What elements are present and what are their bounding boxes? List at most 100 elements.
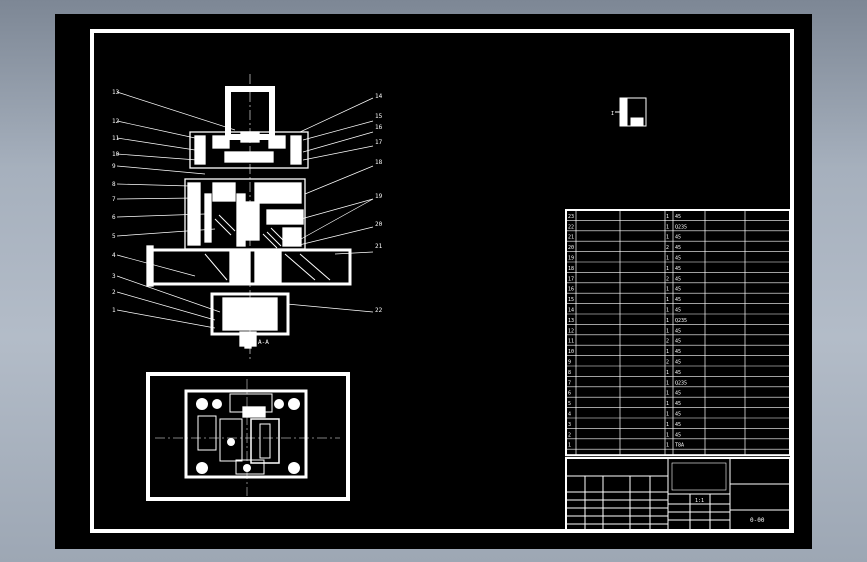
bolt-hole <box>196 462 208 474</box>
table-row-qty: 1 <box>666 412 669 418</box>
callout-11: 11 <box>112 135 120 142</box>
table-row-note: Q235 <box>675 318 687 324</box>
table-row-note: 45 <box>675 412 681 418</box>
plan-view <box>146 372 350 501</box>
bolt-hole <box>274 399 284 409</box>
table-row-qty: 1 <box>666 287 669 293</box>
table-row-note: 45 <box>675 328 681 334</box>
table-row-qty: 2 <box>666 360 669 366</box>
table-row-note: 45 <box>675 370 681 376</box>
table-row-no: 7 <box>568 380 571 386</box>
callout-18: 18 <box>375 159 383 166</box>
table-row-no: 2 <box>568 432 571 438</box>
table-row-note: 45 <box>675 214 681 220</box>
table-row-qty: 1 <box>666 370 669 376</box>
callout-22: 22 <box>375 307 383 314</box>
table-row-qty: 1 <box>666 235 669 241</box>
table-row-qty: 1 <box>666 422 669 428</box>
callout-4: 4 <box>112 252 116 259</box>
bolt-hole <box>212 399 222 409</box>
table-row-qty: 1 <box>666 297 669 303</box>
leaders-left <box>116 91 236 329</box>
table-row-no: 14 <box>568 308 574 314</box>
bolt-hole <box>243 464 251 472</box>
callout-12: 12 <box>112 118 120 125</box>
table-row-qty: 1 <box>666 224 669 230</box>
table-row-note: 45 <box>675 235 681 241</box>
table-row-qty: 1 <box>666 443 669 449</box>
callout-13: 13 <box>112 89 120 96</box>
drawing-number: 0-00 <box>750 517 765 524</box>
table-row-qty: 1 <box>666 391 669 397</box>
table-row-no: 15 <box>568 297 574 303</box>
parts-table-frame <box>565 209 791 457</box>
callout-16: 16 <box>375 124 383 131</box>
table-row-no: 22 <box>568 224 574 230</box>
table-row-no: 23 <box>568 214 574 220</box>
callout-5: 5 <box>112 233 116 240</box>
callout-14: 14 <box>375 93 383 100</box>
plan-outer <box>146 372 350 501</box>
table-row-no: 18 <box>568 266 574 272</box>
callout-19: 19 <box>375 193 383 200</box>
table-row-note: 45 <box>675 349 681 355</box>
bolt-hole <box>196 398 208 410</box>
callout-1: 1 <box>112 307 116 314</box>
table-row-no: 17 <box>568 276 574 282</box>
callout-7: 7 <box>112 196 116 203</box>
callout-9: 9 <box>112 163 116 170</box>
detail-label: I <box>611 111 614 117</box>
table-row-note: 45 <box>675 297 681 303</box>
table-row-qty: 1 <box>666 401 669 407</box>
table-row-qty: 2 <box>666 339 669 345</box>
table-row-no: 5 <box>568 401 571 407</box>
table-row-no: 4 <box>568 412 571 418</box>
table-row-qty: 1 <box>666 328 669 334</box>
table-row-note: T8A <box>675 443 684 449</box>
table-row-note: 45 <box>675 287 681 293</box>
title-block <box>565 457 791 531</box>
table-row-qty: 1 <box>666 432 669 438</box>
callout-10: 10 <box>112 151 120 158</box>
drawing-sheet: 13 12 11 10 9 8 7 6 5 4 3 2 1 14 15 16 1… <box>55 14 812 549</box>
bolt-hole <box>288 462 300 474</box>
table-row-note: 45 <box>675 308 681 314</box>
callout-6: 6 <box>112 214 116 221</box>
table-row-no: 12 <box>568 328 574 334</box>
inner-frame <box>90 29 794 533</box>
detail-view <box>615 97 647 127</box>
table-row-no: 19 <box>568 256 574 262</box>
table-row-no: 1 <box>568 443 571 449</box>
table-row-note: 45 <box>675 245 681 251</box>
table-row-qty: 1 <box>666 266 669 272</box>
table-row-note: 45 <box>675 360 681 366</box>
callout-8: 8 <box>112 181 116 188</box>
table-row-qty: 1 <box>666 308 669 314</box>
callout-numbers-left: 13 12 11 10 9 8 7 6 5 4 3 2 1 <box>112 89 120 314</box>
table-row-note: 45 <box>675 422 681 428</box>
table-row-qty: 1 <box>666 318 669 324</box>
table-row-qty: 1 <box>666 256 669 262</box>
table-row-note: 45 <box>675 256 681 262</box>
cad-drawing: 13 12 11 10 9 8 7 6 5 4 3 2 1 14 15 16 1… <box>90 29 794 533</box>
table-row-qty: 1 <box>666 214 669 220</box>
table-row-note: 45 <box>675 276 681 282</box>
table-row-no: 11 <box>568 339 574 345</box>
callout-20: 20 <box>375 221 383 228</box>
callout-3: 3 <box>112 273 116 280</box>
table-row-qty: 2 <box>666 276 669 282</box>
table-row-note: 45 <box>675 401 681 407</box>
table-row-note: Q235 <box>675 380 687 386</box>
table-row-note: 45 <box>675 339 681 345</box>
table-row-no: 20 <box>568 245 574 251</box>
table-row-no: 8 <box>568 370 571 376</box>
callout-2: 2 <box>112 289 116 296</box>
bolt-hole <box>227 438 235 446</box>
bolt-hole <box>288 398 300 410</box>
table-row-no: 9 <box>568 360 571 366</box>
table-row-no: 13 <box>568 318 574 324</box>
table-row-note: 45 <box>675 266 681 272</box>
table-row-note: 45 <box>675 391 681 397</box>
callout-15: 15 <box>375 113 383 120</box>
